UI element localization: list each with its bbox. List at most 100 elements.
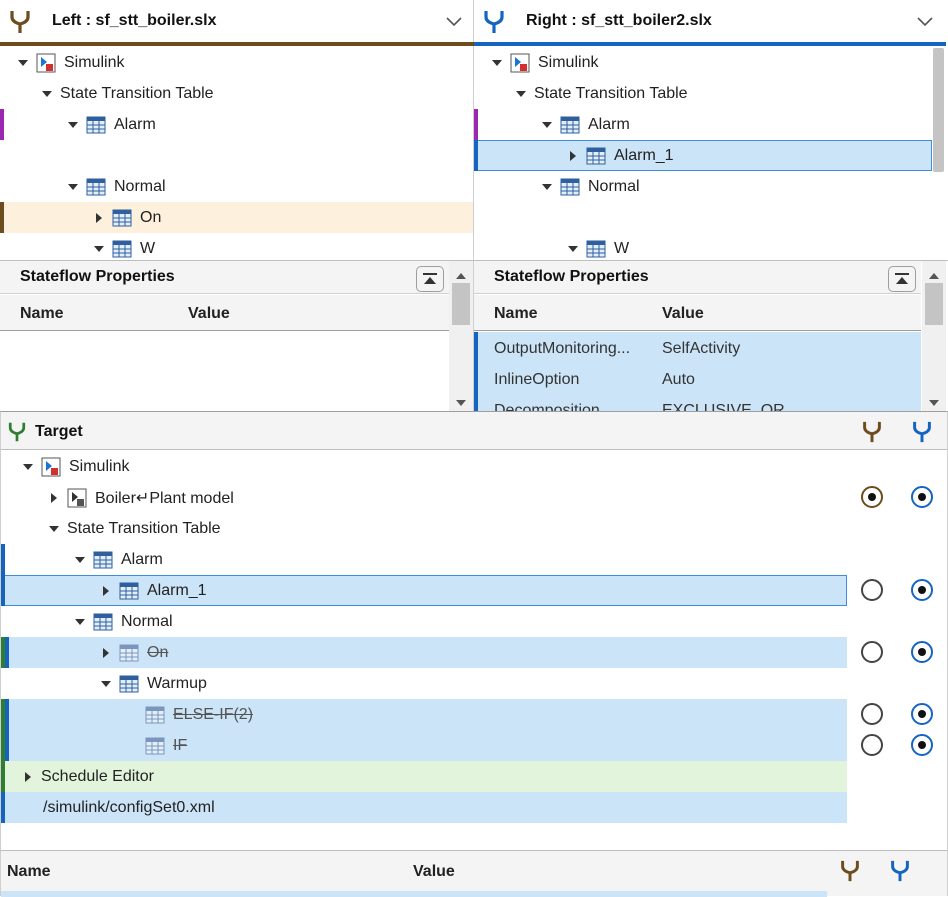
- simulink-model-icon: [41, 457, 61, 477]
- tree-node-simulink[interactable]: Simulink: [16, 47, 466, 78]
- properties-column-header: [474, 295, 921, 331]
- tree-node-state-transition-table[interactable]: State Transition Table: [40, 78, 460, 109]
- change-marker: [474, 332, 478, 411]
- tree-node-normal[interactable]: Normal: [73, 606, 173, 637]
- select-left-radio[interactable]: [861, 579, 883, 601]
- tree-node-else-if-2[interactable]: ELSE-IF(2): [145, 699, 253, 730]
- caret-right-icon[interactable]: [99, 646, 113, 660]
- caret-right-icon[interactable]: [566, 149, 580, 163]
- table-icon: [119, 675, 139, 693]
- tree-node-warmup[interactable]: Warmup: [99, 668, 207, 699]
- tree-label: Simulink: [69, 457, 130, 475]
- tree-node-state-transition-table[interactable]: State Transition Table: [514, 78, 914, 109]
- name-column-header[interactable]: Name: [20, 305, 64, 322]
- caret-down-icon[interactable]: [66, 180, 80, 194]
- selected-row[interactable]: [1, 575, 847, 606]
- caret-right-icon[interactable]: [99, 584, 113, 598]
- tree-node-alarm-1[interactable]: Alarm_1: [99, 575, 207, 606]
- select-left-radio[interactable]: [861, 486, 883, 508]
- tree-node-alarm-1[interactable]: Alarm_1: [566, 140, 926, 171]
- caret-down-icon[interactable]: [540, 180, 554, 194]
- caret-down-icon[interactable]: [566, 242, 580, 256]
- target-header: [1, 412, 947, 450]
- tree-node-normal[interactable]: Normal: [540, 171, 920, 202]
- tree-node-schedule-editor[interactable]: Schedule Editor: [21, 761, 154, 792]
- tree-node-simulink[interactable]: Simulink: [490, 47, 920, 78]
- tree-label: Normal: [114, 177, 166, 195]
- merge-left-icon: [9, 9, 31, 40]
- caret-down-icon[interactable]: [47, 522, 61, 536]
- caret-down-icon[interactable]: [73, 615, 87, 629]
- tree-node-warmup-partial[interactable]: W: [92, 233, 462, 260]
- tree-node-state-transition-table[interactable]: State Transition Table: [47, 513, 221, 544]
- tree-label: Alarm: [114, 115, 156, 133]
- caret-right-icon[interactable]: [92, 211, 106, 225]
- properties-title: Stateflow Properties: [494, 268, 649, 285]
- merge-target-icon: [7, 421, 27, 448]
- tree-node-boiler-plant-model[interactable]: Boiler↵Plant model: [47, 482, 234, 513]
- select-right-radio[interactable]: [911, 703, 933, 725]
- table-icon: [145, 706, 165, 724]
- caret-down-icon[interactable]: [40, 87, 54, 101]
- caret-down-icon[interactable]: [21, 460, 35, 474]
- scroll-down-icon[interactable]: [928, 394, 940, 411]
- scroll-down-icon[interactable]: [455, 394, 467, 411]
- name-column-header[interactable]: Name: [494, 305, 538, 322]
- change-highlight-row: [1, 699, 847, 761]
- right-tree: Simulink State Transition Table Alarm Al…: [474, 46, 948, 260]
- selected-row[interactable]: [475, 140, 932, 171]
- caret-down-icon[interactable]: [514, 87, 528, 101]
- scrollbar-thumb[interactable]: [933, 48, 944, 172]
- radio-dot: [868, 493, 876, 501]
- caret-down-icon[interactable]: [99, 677, 113, 691]
- scrollbar-thumb[interactable]: [925, 283, 943, 325]
- select-right-radio[interactable]: [911, 486, 933, 508]
- caret-down-icon[interactable]: [66, 118, 80, 132]
- select-left-radio[interactable]: [861, 703, 883, 725]
- chevron-down-icon[interactable]: [445, 14, 463, 32]
- tree-node-warmup-partial[interactable]: W: [566, 233, 926, 260]
- tree-node-normal[interactable]: Normal: [66, 171, 466, 202]
- collapse-panel-button[interactable]: [416, 266, 444, 292]
- collapse-panel-button[interactable]: [888, 266, 916, 292]
- collapse-up-icon: [895, 273, 909, 284]
- tree-node-simulink[interactable]: Simulink: [21, 451, 129, 482]
- collapse-up-icon: [423, 273, 437, 284]
- tree-label: ELSE-IF(2): [173, 705, 254, 723]
- table-icon: [586, 147, 606, 165]
- select-left-radio[interactable]: [861, 641, 883, 663]
- caret-down-icon[interactable]: [73, 553, 87, 567]
- select-left-radio[interactable]: [861, 734, 883, 756]
- caret-down-icon[interactable]: [16, 56, 30, 70]
- caret-down-icon[interactable]: [540, 118, 554, 132]
- value-column-header[interactable]: Value: [662, 305, 704, 322]
- tree-node-alarm[interactable]: Alarm: [66, 109, 466, 140]
- left-tree: Simulink State Transition Table Alarm No…: [0, 46, 474, 260]
- table-icon: [586, 240, 606, 258]
- name-column-header[interactable]: Name: [7, 863, 51, 880]
- tree-node-config-set[interactable]: /simulink/configSet0.xml: [43, 792, 215, 823]
- value-column-header[interactable]: Value: [413, 863, 455, 880]
- caret-right-icon[interactable]: [21, 770, 35, 784]
- scrollbar-thumb[interactable]: [452, 283, 470, 325]
- caret-right-icon[interactable]: [47, 491, 61, 505]
- select-right-radio[interactable]: [911, 734, 933, 756]
- properties-header: [474, 261, 921, 294]
- table-icon: [560, 178, 580, 196]
- value-column-header[interactable]: Value: [188, 305, 230, 322]
- scroll-up-icon[interactable]: [928, 267, 940, 285]
- right-pane-header: Right : sf_stt_boiler2.slx: [474, 0, 948, 46]
- tree-node-if[interactable]: IF: [145, 730, 187, 761]
- tree-node-alarm[interactable]: Alarm: [540, 109, 920, 140]
- tree-node-on[interactable]: On: [92, 202, 462, 233]
- caret-down-icon[interactable]: [92, 242, 106, 256]
- select-right-radio[interactable]: [911, 641, 933, 663]
- tree-node-alarm[interactable]: Alarm: [73, 544, 163, 575]
- tree-node-on[interactable]: On: [99, 637, 168, 668]
- tree-label: Simulink: [538, 53, 599, 71]
- select-right-radio[interactable]: [911, 579, 933, 601]
- scroll-up-icon[interactable]: [455, 267, 467, 285]
- chevron-down-icon[interactable]: [916, 14, 934, 32]
- tree-label: Simulink: [64, 53, 125, 71]
- caret-down-icon[interactable]: [490, 56, 504, 70]
